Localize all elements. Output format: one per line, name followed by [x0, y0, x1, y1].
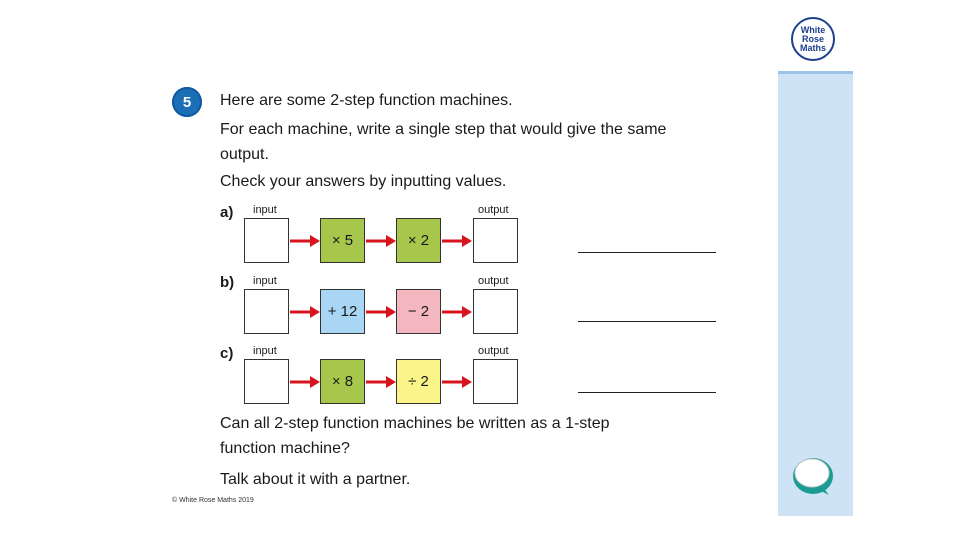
input-box[interactable]	[244, 289, 289, 334]
part-b-label: b)	[220, 274, 235, 291]
function-step-1: + 12	[320, 289, 365, 334]
output-box[interactable]	[473, 218, 518, 263]
input-label: input	[253, 345, 277, 357]
speech-bubble-icon[interactable]	[791, 455, 835, 499]
arrow-icon	[366, 376, 396, 388]
output-box[interactable]	[473, 289, 518, 334]
input-label: input	[253, 275, 277, 287]
question-instruction: For each machine, write a single step th…	[220, 121, 667, 163]
arrow-icon	[290, 235, 320, 247]
answer-line-c[interactable]	[578, 392, 716, 393]
output-label: output	[478, 345, 509, 357]
part-a-label: a)	[220, 204, 234, 221]
function-step-1: × 8	[320, 359, 365, 404]
question-check: Check your answers by inputting values.	[220, 173, 507, 190]
right-sidebar	[778, 0, 853, 516]
answer-line-a[interactable]	[578, 252, 716, 253]
arrow-icon	[442, 235, 472, 247]
output-label: output	[478, 275, 509, 287]
function-step-2: × 2	[396, 218, 441, 263]
function-step-2: − 2	[396, 289, 441, 334]
arrow-icon	[290, 376, 320, 388]
function-step-2: ÷ 2	[396, 359, 441, 404]
function-step-1: × 5	[320, 218, 365, 263]
copyright-notice: © White Rose Maths 2019	[172, 497, 254, 504]
input-label: input	[253, 204, 277, 216]
arrow-icon	[366, 306, 396, 318]
arrow-icon	[442, 376, 472, 388]
white-rose-maths-logo: White Rose Maths	[791, 17, 835, 61]
arrow-icon	[366, 235, 396, 247]
arrow-icon	[442, 306, 472, 318]
question-number-badge: 5	[172, 87, 202, 117]
answer-line-b[interactable]	[578, 321, 716, 322]
question-intro: Here are some 2-step function machines.	[220, 92, 513, 109]
question-discuss: Talk about it with a partner.	[220, 471, 411, 488]
input-box[interactable]	[244, 359, 289, 404]
question-followup: Can all 2-step function machines be writ…	[220, 415, 610, 457]
part-c-label: c)	[220, 345, 234, 362]
output-label: output	[478, 204, 509, 216]
arrow-icon	[290, 306, 320, 318]
output-box[interactable]	[473, 359, 518, 404]
input-box[interactable]	[244, 218, 289, 263]
